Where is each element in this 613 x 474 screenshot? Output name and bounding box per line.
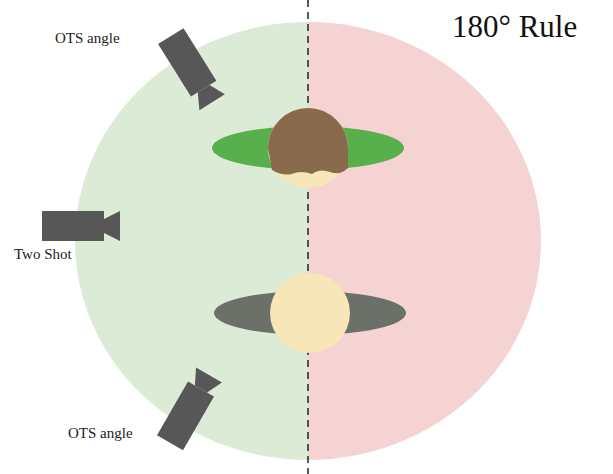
actor-hair (268, 108, 348, 174)
camera-label: Two Shot (14, 246, 72, 263)
camera-symbol (157, 368, 222, 451)
axis-line (307, 0, 309, 474)
diagram-title: 180° Rule (452, 10, 577, 44)
actor-face (268, 108, 348, 188)
forbidden-side (308, 22, 541, 460)
camera-symbol (42, 211, 120, 241)
camera-label: OTS angle (68, 425, 133, 442)
camera-label: OTS angle (55, 30, 120, 47)
camera-symbol (158, 28, 225, 110)
allowed-side (75, 22, 308, 460)
actor-head (270, 273, 350, 353)
